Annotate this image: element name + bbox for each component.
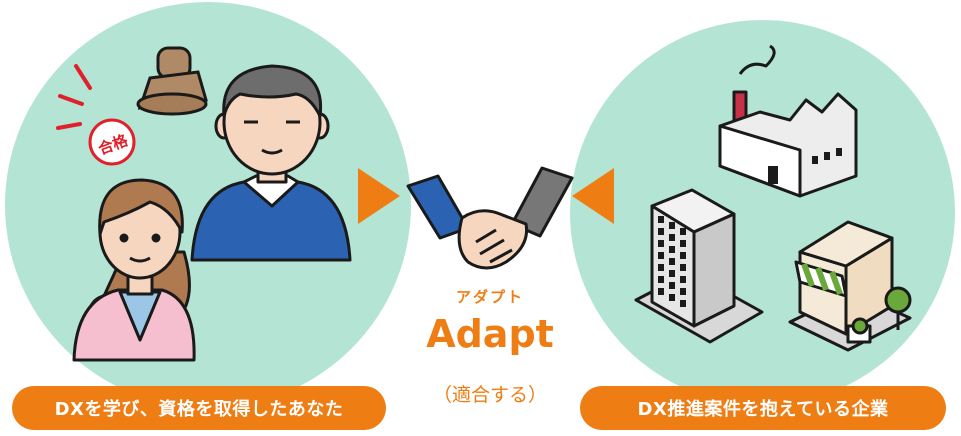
office-window [680, 300, 686, 307]
office-window [680, 252, 686, 259]
office-window [669, 270, 675, 277]
office-window [680, 276, 686, 283]
arrow-left-icon [572, 168, 614, 224]
office-window [658, 240, 664, 247]
office-windows [658, 216, 686, 307]
handshake-icon [406, 166, 574, 270]
office-window [680, 264, 686, 271]
office-window [658, 276, 664, 283]
office-window [669, 234, 675, 241]
learner-label: DXを学び、資格を取得したあなた [12, 386, 386, 430]
hanko-stamp-icon [136, 46, 208, 116]
office-window [658, 216, 664, 223]
office-window [680, 228, 686, 235]
company-circle [570, 20, 955, 405]
office-window [669, 246, 675, 253]
office-window [680, 288, 686, 295]
office-window [669, 258, 675, 265]
adapt-kana: アダプト [455, 288, 524, 306]
passed-seal-icon: 合格 [88, 118, 136, 166]
impact-lines-icon [56, 64, 92, 130]
office-building-icon [634, 188, 764, 344]
arrow-right-icon [358, 168, 400, 224]
office-window [658, 264, 664, 271]
office-window [658, 288, 664, 295]
office-window [680, 240, 686, 247]
man-figure [190, 64, 352, 262]
woman-figure [72, 178, 196, 362]
shop-icon [788, 220, 912, 352]
office-window [669, 222, 675, 229]
adapt-word: Adapt [426, 312, 554, 356]
office-window [669, 294, 675, 301]
office-window [658, 252, 664, 259]
office-window [658, 228, 664, 235]
company-label: DX推進案件を抱えている企業 [580, 386, 946, 430]
office-window [669, 282, 675, 289]
adapt-meaning: （適合する） [432, 384, 547, 406]
factory-icon [718, 44, 858, 198]
